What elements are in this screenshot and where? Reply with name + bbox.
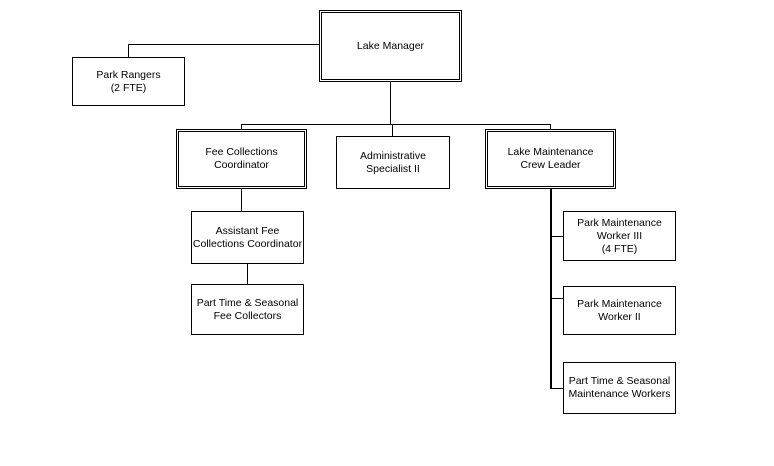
lake-maintenance-crew-leader-box: Lake Maintenance Crew Leader bbox=[485, 129, 616, 189]
park-maintenance-worker-ii-box: Park Maintenance Worker II bbox=[563, 286, 676, 335]
fee-collections-coordinator-box: Fee Collections Coordinator bbox=[176, 129, 307, 189]
connector-crew-spine bbox=[550, 189, 552, 388]
connector-assistant-to-parttime bbox=[247, 264, 248, 284]
part-time-maintenance-workers-box: Part Time & Seasonal Maintenance Workers bbox=[563, 362, 676, 414]
park-rangers-box: Park Rangers (2 FTE) bbox=[72, 57, 185, 106]
connector-crew-drop bbox=[550, 124, 551, 129]
lake-manager-box: Lake Manager bbox=[319, 10, 462, 82]
connector-worker-iii bbox=[550, 236, 563, 237]
connector-manager-down bbox=[390, 82, 391, 124]
administrative-specialist-box: Administrative Specialist II bbox=[336, 136, 450, 189]
connector-level2-bus bbox=[241, 124, 551, 125]
connector-admin-drop bbox=[392, 124, 393, 136]
connector-worker-ii bbox=[550, 298, 563, 299]
park-maintenance-worker-iii-box: Park Maintenance Worker III (4 FTE) bbox=[563, 211, 676, 261]
connector-fee-to-assistant bbox=[241, 189, 242, 211]
connector-manager-rangers bbox=[128, 44, 319, 45]
assistant-fee-collections-coordinator-box: Assistant Fee Collections Coordinator bbox=[191, 211, 304, 264]
connector-parttime-maint bbox=[550, 388, 563, 389]
part-time-fee-collectors-box: Part Time & Seasonal Fee Collectors bbox=[191, 284, 304, 335]
connector-fee-drop bbox=[241, 124, 242, 129]
connector-rangers-drop bbox=[128, 44, 129, 57]
